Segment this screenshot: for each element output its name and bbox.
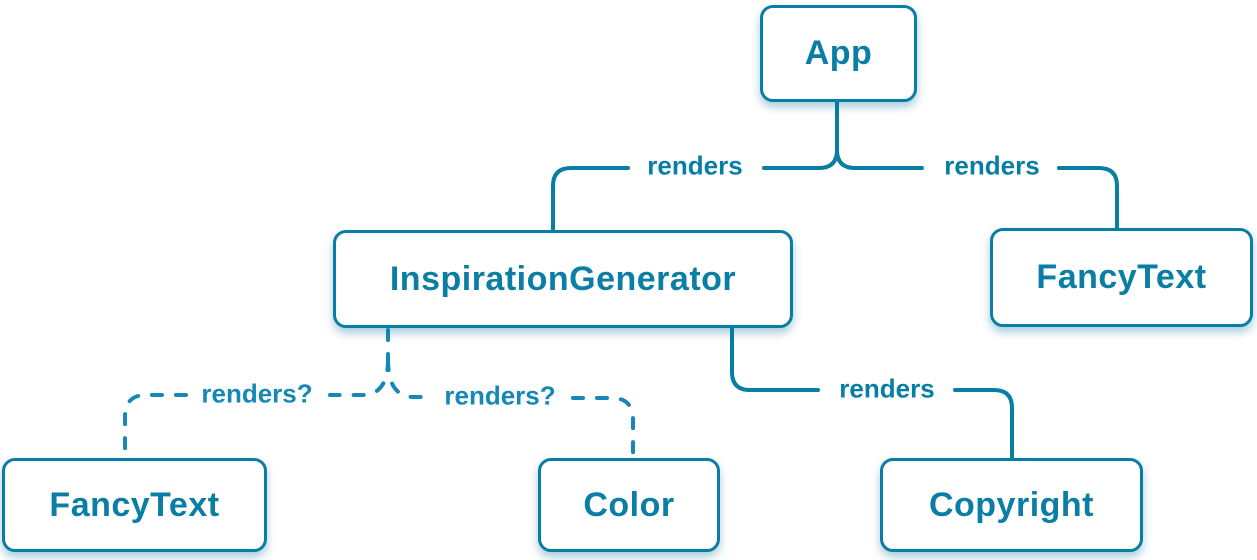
node-inspiration-generator-label: InspirationGenerator	[389, 259, 737, 298]
edge-inspirationgenerator-to-color-dashed	[386, 358, 430, 399]
edge-app-to-inspirationgenerator-2	[551, 166, 630, 231]
node-fancy-text-bottom: FancyText	[2, 458, 267, 552]
node-fancy-text-bottom-label: FancyText	[49, 485, 220, 524]
edge-inspirationgenerator-to-color-dashed-2	[571, 396, 635, 457]
node-copyright-label: Copyright	[928, 485, 1095, 524]
node-color-label: Color	[583, 485, 675, 524]
edge-app-to-fancytext	[835, 148, 924, 170]
edge-app-to-fancytext-2	[1057, 166, 1119, 229]
edge-inspirationgenerator-to-fancytext-dashed	[328, 358, 390, 397]
node-app: App	[760, 5, 917, 102]
edge-app-to-inspirationgenerator	[762, 148, 839, 170]
edge-label-renders-fancytext: renders	[944, 150, 1040, 181]
edge-label-renders-maybe-color: renders?	[444, 380, 556, 411]
edge-label-renders-maybe-fancytext: renders?	[201, 378, 313, 409]
edge-inspirationgenerator-to-copyright	[730, 327, 820, 392]
edge-inspirationgenerator-to-fancytext-dashed-2	[123, 393, 188, 457]
edge-inspirationgenerator-to-copyright-2	[953, 388, 1014, 459]
edge-label-renders-copyright: renders	[839, 373, 935, 404]
edge-label-renders-inspirationgenerator: renders	[647, 150, 743, 181]
node-inspiration-generator: InspirationGenerator	[333, 230, 793, 328]
node-app-label: App	[804, 34, 873, 72]
node-fancy-text-top-label: FancyText	[1036, 258, 1207, 296]
node-color: Color	[538, 458, 720, 552]
node-fancy-text-top: FancyText	[990, 228, 1253, 327]
node-copyright: Copyright	[880, 458, 1143, 552]
